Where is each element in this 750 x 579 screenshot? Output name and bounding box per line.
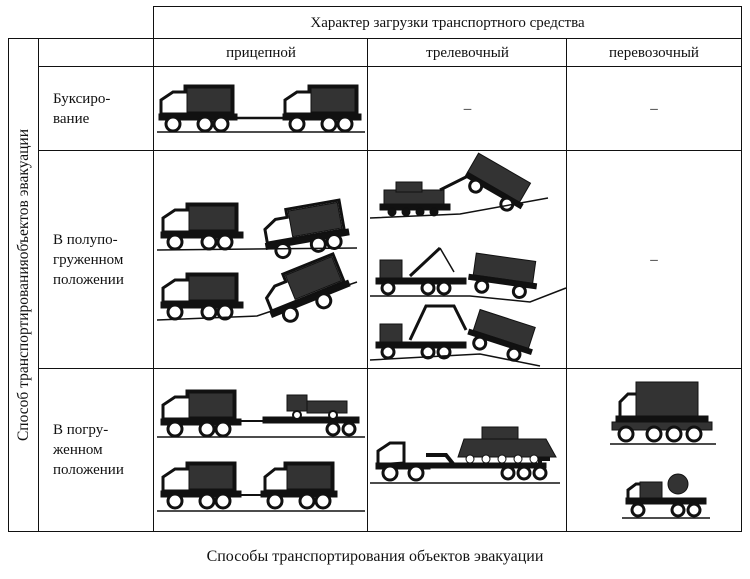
small-transporter-icon (625, 473, 707, 518)
row-label-semi-loaded: В полупо- груженном положении (38, 150, 155, 370)
loaded-skid-image (370, 426, 560, 484)
col-header-skid: трелевочный (367, 38, 568, 68)
tow-truck-icon (160, 202, 244, 251)
towing-truck-icon (158, 84, 238, 133)
col-header-transport: перевозочный (566, 38, 742, 68)
towed-truck-icon-2 (260, 461, 338, 510)
col-header-trailer: прицепной (153, 38, 369, 68)
lowboy-trailer-icon (262, 394, 360, 437)
cell-semi-skid (367, 150, 568, 370)
lifted-truck-icon-2 (264, 252, 351, 323)
side-title-text: Способ транспортированияобъектов эвакуац… (15, 128, 32, 442)
semi-loaded-skid-image (369, 152, 567, 367)
towing-image (157, 84, 365, 133)
header-blank-cell (38, 38, 155, 68)
cell-towing-skid: – (367, 66, 568, 152)
cell-semi-trailer (153, 150, 369, 370)
cell-loaded-trailer (153, 368, 369, 532)
tow-truck-icon-2 (160, 272, 244, 321)
cell-towing-transport: – (566, 66, 742, 152)
transporter-truck-icon (611, 381, 713, 443)
lifted-truck-icon-4 (468, 252, 538, 299)
loaded-transport-image (610, 381, 716, 519)
figure-caption: Способы транспортирования объектов эваку… (206, 548, 544, 565)
side-title-cell: Способ транспортированияобъектов эвакуац… (8, 38, 40, 532)
armored-vehicle-icon-2 (457, 426, 557, 464)
cell-semi-transport: – (566, 150, 742, 370)
tractor-truck-icon-3 (375, 441, 431, 482)
header-load-type: Характер загрузки транспортного средства (153, 6, 742, 40)
lifted-truck-icon (263, 198, 350, 260)
header-load-type-text: Характер загрузки транспортного средства (310, 15, 585, 31)
tractor-truck-icon-2 (160, 461, 242, 510)
crane-truck-icon (375, 246, 467, 296)
cell-loaded-transport (566, 368, 742, 532)
tractor-truck-icon (160, 389, 242, 438)
cell-towing-trailer (153, 66, 369, 152)
row-label-loaded: В погру- женном положении (38, 368, 155, 532)
loaded-trailer-image (157, 389, 365, 512)
crane-truck-icon-2 (375, 304, 468, 360)
cell-loaded-skid (367, 368, 568, 532)
header-corner (8, 6, 155, 40)
lifted-truck-icon-5 (467, 308, 536, 362)
semi-loaded-trailer-image (156, 198, 358, 323)
row-label-towing: Букси­ро- вание (38, 66, 155, 152)
lifted-truck-icon-3 (464, 152, 532, 212)
evacuation-methods-table: Характер загрузки транспортного средства… (8, 6, 742, 532)
towed-truck-icon (282, 84, 362, 133)
lowboy-trailer-icon-2 (426, 453, 550, 481)
